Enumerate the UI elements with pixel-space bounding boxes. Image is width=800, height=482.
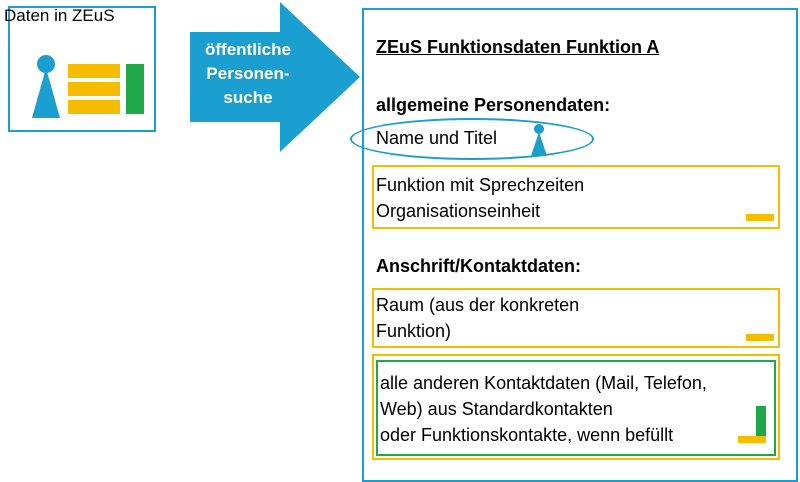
name-oval: [350, 118, 594, 160]
search-arrow: [190, 2, 360, 152]
arrow-label-line: Personen-: [206, 64, 290, 83]
green-bar-icon: [126, 64, 144, 114]
person-icon: [32, 55, 60, 118]
contacts-line: alle anderen Kontaktdaten (Mail, Telefon…: [380, 373, 707, 393]
contacts-line: Web) aus Standardkontakten: [380, 399, 613, 419]
room-box: [372, 288, 780, 348]
function-text: Funktion mit Sprechzeiten Organisationse…: [376, 172, 584, 224]
address-heading: Anschrift/Kontaktdaten:: [376, 256, 582, 276]
source-box: [8, 6, 156, 132]
yellow-bar-icon: [746, 214, 774, 221]
contacts-box-inner: [376, 360, 776, 456]
arrow-label: öffentliche Personen- suche: [192, 38, 304, 110]
yellow-bar-icon: [746, 334, 774, 341]
arrow-label-line: öffentliche: [205, 40, 291, 59]
room-text: Raum (aus der konkreten Funktion): [376, 292, 579, 344]
function-line: Organisationseinheit: [376, 201, 541, 221]
function-box: [372, 165, 780, 229]
contacts-line: oder Funktionskontakte, wenn befüllt: [380, 425, 674, 445]
detail-title: ZEuS Funktionsdaten Funktion A: [376, 37, 660, 57]
source-title: Daten in ZEuS: [4, 6, 115, 25]
green-bar-icon: [756, 406, 766, 436]
arrow-label-line: suche: [223, 88, 273, 107]
function-line: Funktion mit Sprechzeiten: [376, 175, 585, 195]
source-icons: [32, 55, 144, 118]
room-line: Funktion): [376, 321, 452, 341]
person-icon: [531, 124, 547, 156]
general-heading: allgemeine Personendaten:: [376, 95, 611, 115]
contacts-box-outer: [372, 354, 780, 460]
yellow-bar-icon: [738, 436, 766, 443]
detail-box: [362, 8, 798, 482]
name-label: Name und Titel: [376, 128, 498, 148]
contacts-text: alle anderen Kontaktdaten (Mail, Telefon…: [380, 370, 707, 448]
room-line: Raum (aus der konkreten: [376, 295, 580, 315]
yellow-bars-icon: [68, 64, 120, 114]
